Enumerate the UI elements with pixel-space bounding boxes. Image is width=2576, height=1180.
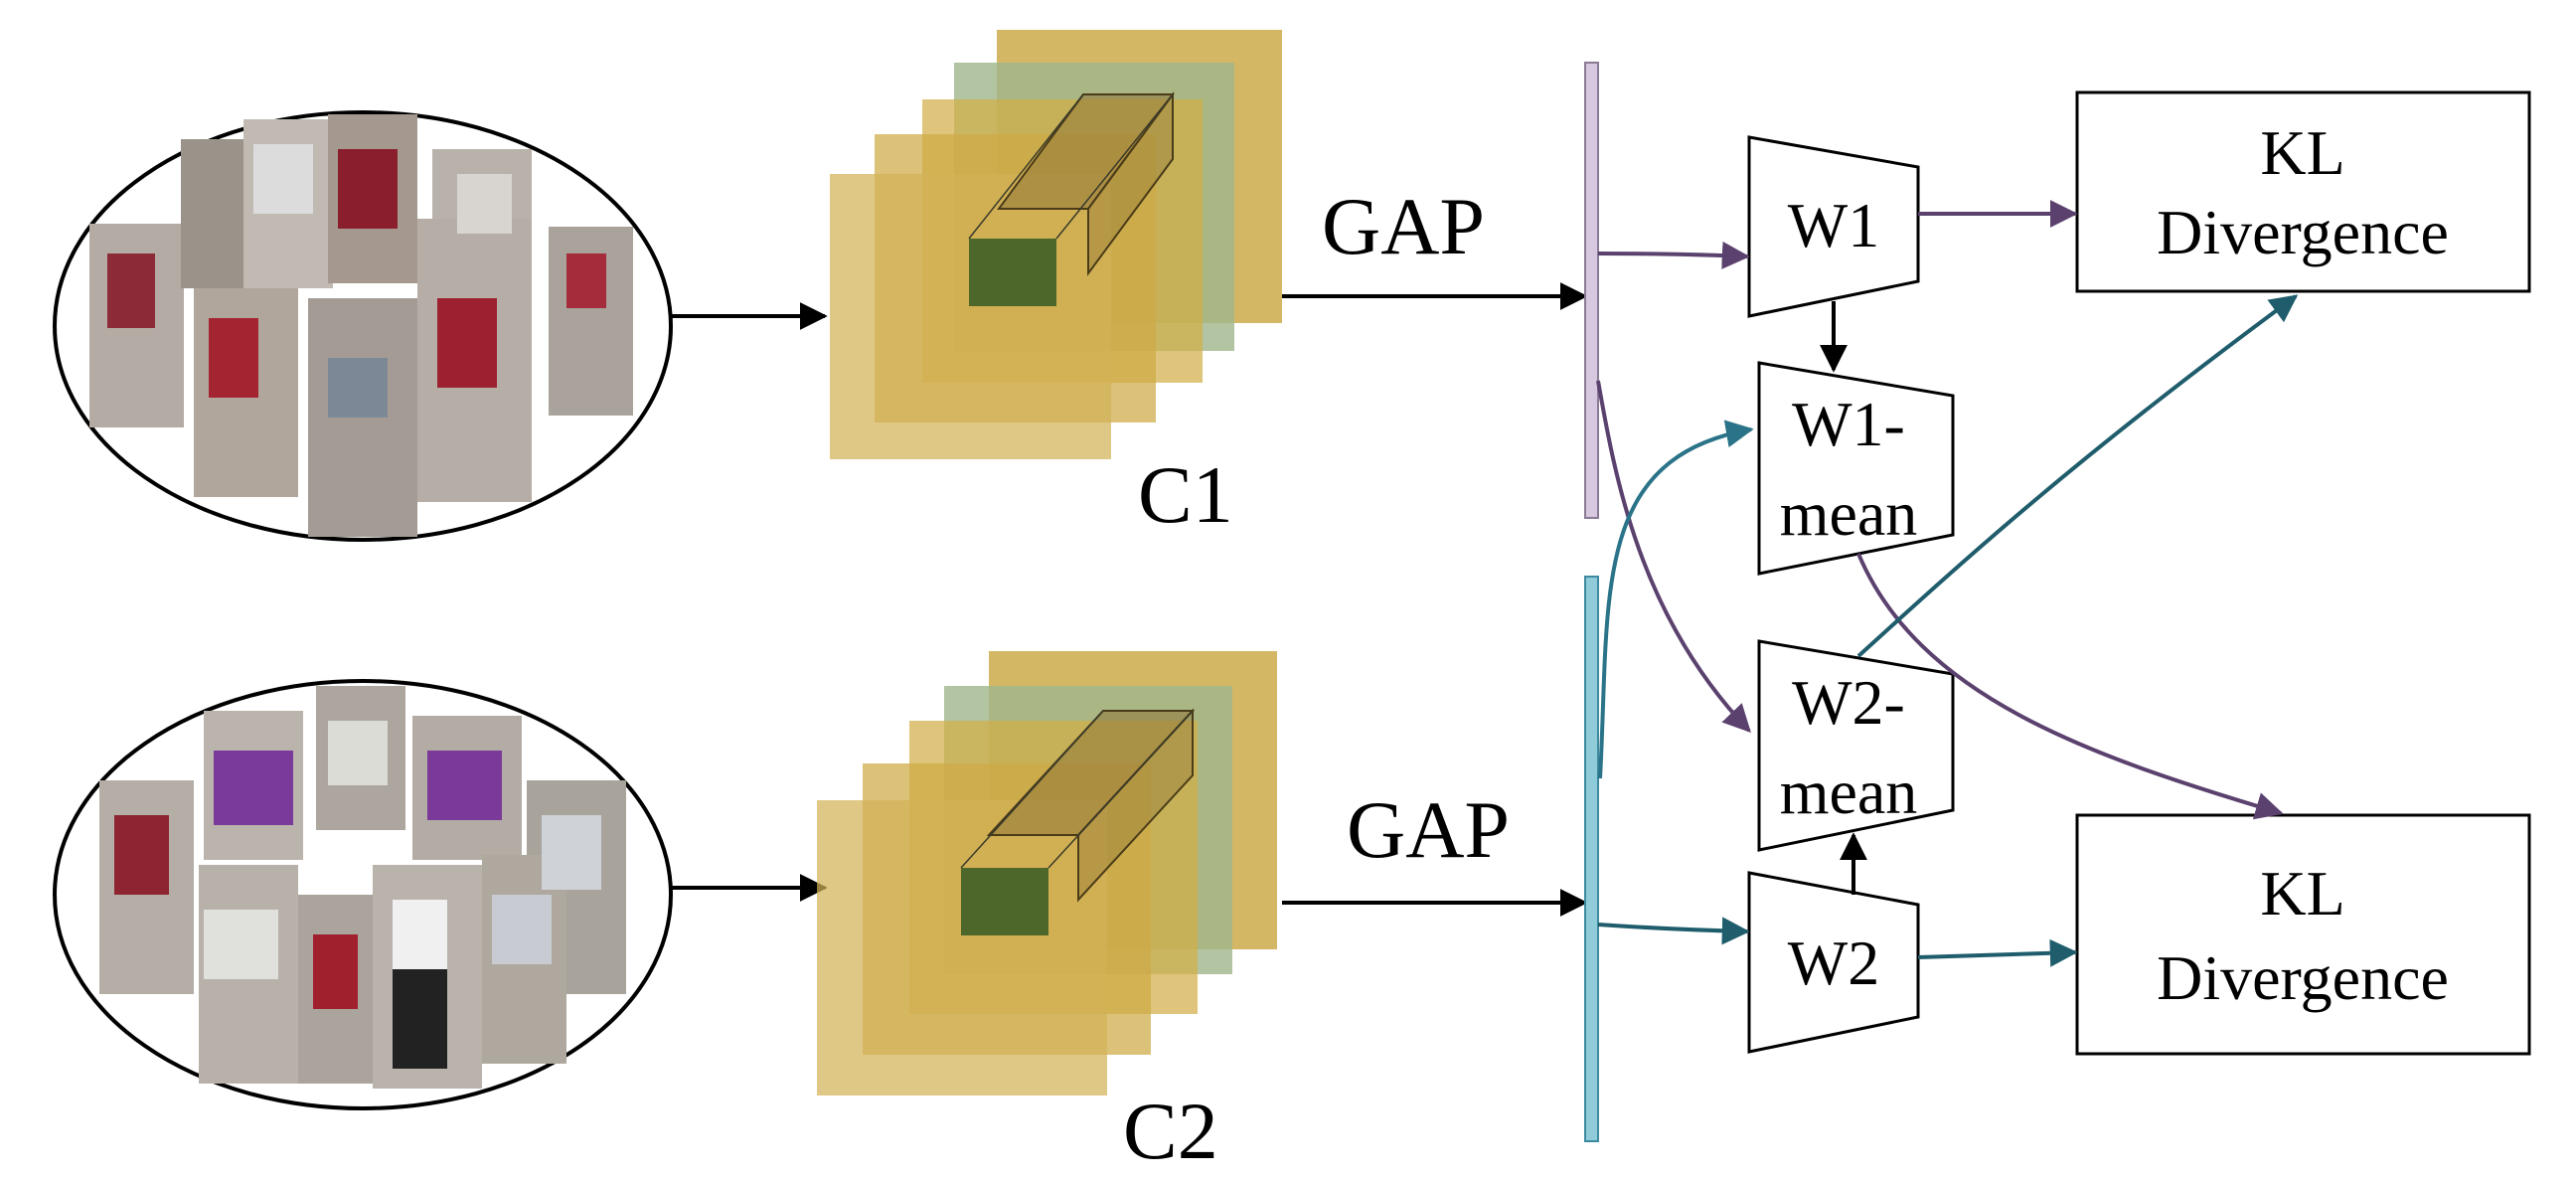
classifier-w2-mean bbox=[1757, 639, 1955, 852]
feature-map-stack-c1 bbox=[830, 30, 1282, 459]
crop-accent bbox=[253, 144, 313, 214]
arrow-fv-top-to-w2-mean bbox=[1596, 380, 1751, 734]
label-c2: C2 bbox=[1123, 1086, 1218, 1176]
crop-accent bbox=[492, 895, 552, 964]
label-w2: W2 bbox=[1788, 927, 1879, 998]
crop-accent bbox=[328, 721, 388, 785]
classifier-w2 bbox=[1747, 871, 1920, 1054]
crop-accent bbox=[542, 815, 601, 890]
label-kl-bottom-line2: Divergence bbox=[2157, 942, 2449, 1013]
pedestrian-crops-top bbox=[89, 114, 633, 537]
pedestrian-crops-bottom bbox=[99, 686, 626, 1089]
feature-map-layer bbox=[817, 800, 1107, 1096]
crop-accent bbox=[457, 174, 512, 234]
crop-accent bbox=[338, 149, 398, 229]
crop-accent bbox=[328, 358, 388, 418]
label-w2-mean-line1: W2- bbox=[1792, 667, 1905, 738]
feature-vector-top bbox=[1584, 62, 1599, 519]
crop-accent bbox=[209, 318, 258, 398]
label-w2-mean-line2: mean bbox=[1780, 757, 1918, 827]
crop-accent bbox=[437, 298, 497, 388]
kernel-square-c2 bbox=[961, 868, 1048, 935]
label-c1: C1 bbox=[1138, 449, 1233, 540]
crop-accent bbox=[313, 934, 358, 1009]
arrow-w1-mean-to-kl-bottom bbox=[1856, 553, 2284, 820]
arrow-fv-top-to-w1 bbox=[1597, 241, 1750, 269]
arrow-w2-mean-to-kl-top bbox=[1856, 294, 2299, 658]
label-w1: W1 bbox=[1788, 190, 1879, 260]
label-kl-top-line2: Divergence bbox=[2157, 197, 2449, 267]
kl-divergence-box-top bbox=[2075, 90, 2531, 293]
crop-accent bbox=[393, 900, 447, 969]
crop-accent bbox=[214, 751, 293, 825]
crop-accent bbox=[114, 815, 169, 895]
label-gap-bottom: GAP bbox=[1347, 784, 1510, 875]
input-image-set-bottom bbox=[53, 679, 673, 1110]
feature-map-layer bbox=[830, 174, 1111, 459]
cuboid-edge bbox=[1047, 710, 1194, 869]
label-w1-mean-line2: mean bbox=[1780, 478, 1918, 549]
image-set-ellipse-bottom bbox=[53, 679, 673, 1110]
arrow-fv-bottom-to-w1-mean bbox=[1598, 420, 1754, 779]
input-image-set-top bbox=[53, 110, 673, 542]
crop-accent bbox=[107, 253, 155, 328]
kl-divergence-box-bottom bbox=[2075, 813, 2531, 1056]
cuboid-edge bbox=[1055, 93, 1174, 240]
crop-accent bbox=[427, 751, 502, 820]
cuboid-edge bbox=[968, 93, 1084, 240]
classifier-w1-mean bbox=[1757, 361, 1955, 576]
crop bbox=[181, 139, 245, 288]
feature-vector-bottom bbox=[1584, 576, 1599, 1142]
label-kl-top-line1: KL bbox=[2260, 117, 2344, 188]
crop-accent bbox=[566, 253, 606, 308]
arrow-fv-bottom-to-w2 bbox=[1597, 917, 1750, 945]
crop-accent bbox=[204, 910, 278, 979]
image-set-ellipse-top bbox=[53, 110, 673, 542]
label-w1-mean-line1: W1- bbox=[1792, 389, 1905, 459]
feature-map-stack-c2 bbox=[817, 651, 1277, 1096]
crop-accent bbox=[393, 969, 447, 1069]
kernel-square-c1 bbox=[969, 239, 1056, 306]
cuboid-edge bbox=[960, 710, 1104, 869]
label-kl-bottom-line1: KL bbox=[2260, 858, 2344, 928]
arrow-w2-to-kl-bottom bbox=[1917, 938, 2078, 967]
label-gap-top: GAP bbox=[1322, 181, 1485, 271]
